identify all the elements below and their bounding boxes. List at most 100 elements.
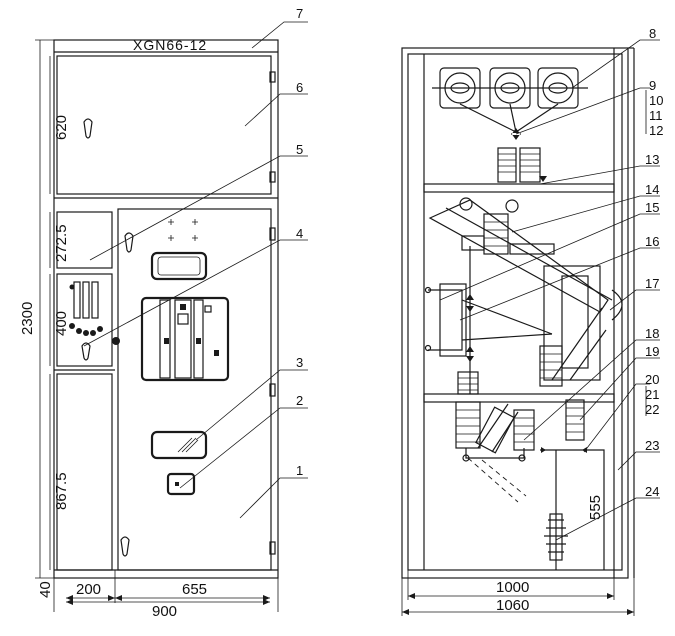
- side-inner-outline: [407, 53, 623, 571]
- ct-ribs: [540, 353, 562, 379]
- indicator-dot: [83, 330, 89, 336]
- bushing-ribs: [458, 377, 478, 391]
- bushing: [457, 371, 479, 395]
- breaker-base: [509, 243, 555, 255]
- callout-3: 3: [296, 355, 303, 370]
- cable-dashed: [467, 457, 527, 503]
- side-handle: [611, 289, 623, 321]
- mechanism-indicator: [196, 338, 201, 344]
- operating-link: [428, 199, 609, 313]
- leader-7: [251, 21, 308, 49]
- earthing-bracket: [428, 289, 463, 351]
- main-door-handle-lower: [120, 536, 130, 557]
- leader-15: [439, 213, 660, 301]
- callout-6: 6: [296, 80, 303, 95]
- dim-height-1: 620: [53, 115, 70, 140]
- window-glass: [157, 256, 201, 276]
- dim-height-2: 272.5: [53, 224, 70, 262]
- interlock-lever: [73, 281, 81, 319]
- leader-18: [523, 339, 660, 441]
- bottom-arrester-ribs: [544, 519, 568, 553]
- pivot: [424, 344, 432, 352]
- callout-15: 15: [645, 200, 659, 215]
- hinge: [269, 541, 276, 555]
- lower-viewing-window: [150, 430, 208, 460]
- callout-13: 13: [645, 152, 659, 167]
- pivot: [424, 286, 432, 294]
- callout-5: 5: [296, 142, 303, 157]
- callout-7: 7: [296, 6, 303, 21]
- mechanism-indicator: [204, 305, 212, 313]
- callout-8: 8: [649, 26, 656, 41]
- dim-inner-width: 1000: [496, 579, 529, 596]
- interlock-lever: [91, 281, 99, 319]
- callout-2: 2: [296, 393, 303, 408]
- leader-5: [89, 155, 308, 261]
- current-transformer: [539, 345, 563, 387]
- front-view: XGN66-12: [53, 37, 279, 579]
- breaker-frame: [543, 265, 601, 381]
- dim-height-5: 40: [37, 581, 54, 598]
- callout-4: 4: [296, 226, 303, 241]
- leader-16: [459, 247, 660, 321]
- left-panel-lower: [56, 373, 113, 571]
- indicator-dot: [97, 326, 103, 332]
- hinge: [269, 171, 276, 183]
- pole-ribs: [484, 221, 508, 247]
- leader-23: [617, 451, 660, 471]
- callout-24: 24: [645, 484, 659, 499]
- contact-mark: [511, 128, 521, 140]
- leader-24: [555, 497, 660, 541]
- frame-brace: [551, 307, 607, 381]
- side-leaders: [439, 39, 660, 541]
- upper-door-handle: [83, 118, 93, 139]
- cable-compartment-floor: [423, 393, 615, 403]
- indicator-dot: [69, 323, 75, 329]
- window-hatching: [177, 437, 199, 453]
- indicator-dot: [76, 328, 82, 334]
- lower-insulator: [455, 401, 481, 449]
- mechanism-rail: [159, 299, 171, 379]
- dim-width-2: 655: [182, 581, 207, 598]
- callout-16: 16: [645, 234, 659, 249]
- callout-19: 19: [645, 344, 659, 359]
- busbar-connections: [459, 103, 559, 133]
- cable-lug: [462, 454, 470, 462]
- upper-isolator-body: [497, 147, 517, 183]
- mechanism-rail: [174, 299, 192, 379]
- earthing-link: [461, 299, 553, 341]
- callout-12: 12: [649, 123, 663, 138]
- leader-2: [179, 407, 308, 489]
- callout-11: 11: [649, 108, 663, 123]
- front-cabinet-outline: [53, 39, 279, 579]
- callout-1: 1: [296, 463, 303, 478]
- callout-20: 20: [645, 372, 659, 387]
- cable-bar: [465, 448, 525, 459]
- leader-20: [583, 383, 650, 453]
- mechanism-indicator: [214, 350, 219, 356]
- nameplate: [166, 472, 196, 496]
- main-door-handle: [124, 232, 134, 253]
- callout-21: 21: [645, 387, 659, 402]
- interlock-lever: [82, 281, 90, 319]
- indicator-dot: [90, 330, 96, 336]
- sensor-ribs: [566, 407, 584, 433]
- insulator-ribs: [456, 409, 480, 443]
- leader-13: [539, 165, 660, 185]
- callout-14: 14: [645, 182, 659, 197]
- breaker-pole: [483, 213, 509, 255]
- front-dimensions: 2300 620 272.5 400 867.5 40 200 655 900: [19, 39, 279, 620]
- dim-width-1: 200: [76, 581, 101, 598]
- arrester-ribs: [514, 417, 534, 443]
- busbar-insulators: [432, 67, 588, 109]
- nameplate-dot: [175, 482, 179, 486]
- callout-10: 10: [649, 93, 663, 108]
- dim-total-height: 2300: [19, 302, 36, 335]
- contact-mark: [539, 176, 547, 182]
- left-panel-middle: [56, 273, 113, 367]
- mechanism-indicator: [180, 304, 186, 310]
- upper-door: [56, 55, 272, 195]
- isolator-ribs: [498, 153, 540, 173]
- main-door: [117, 208, 272, 571]
